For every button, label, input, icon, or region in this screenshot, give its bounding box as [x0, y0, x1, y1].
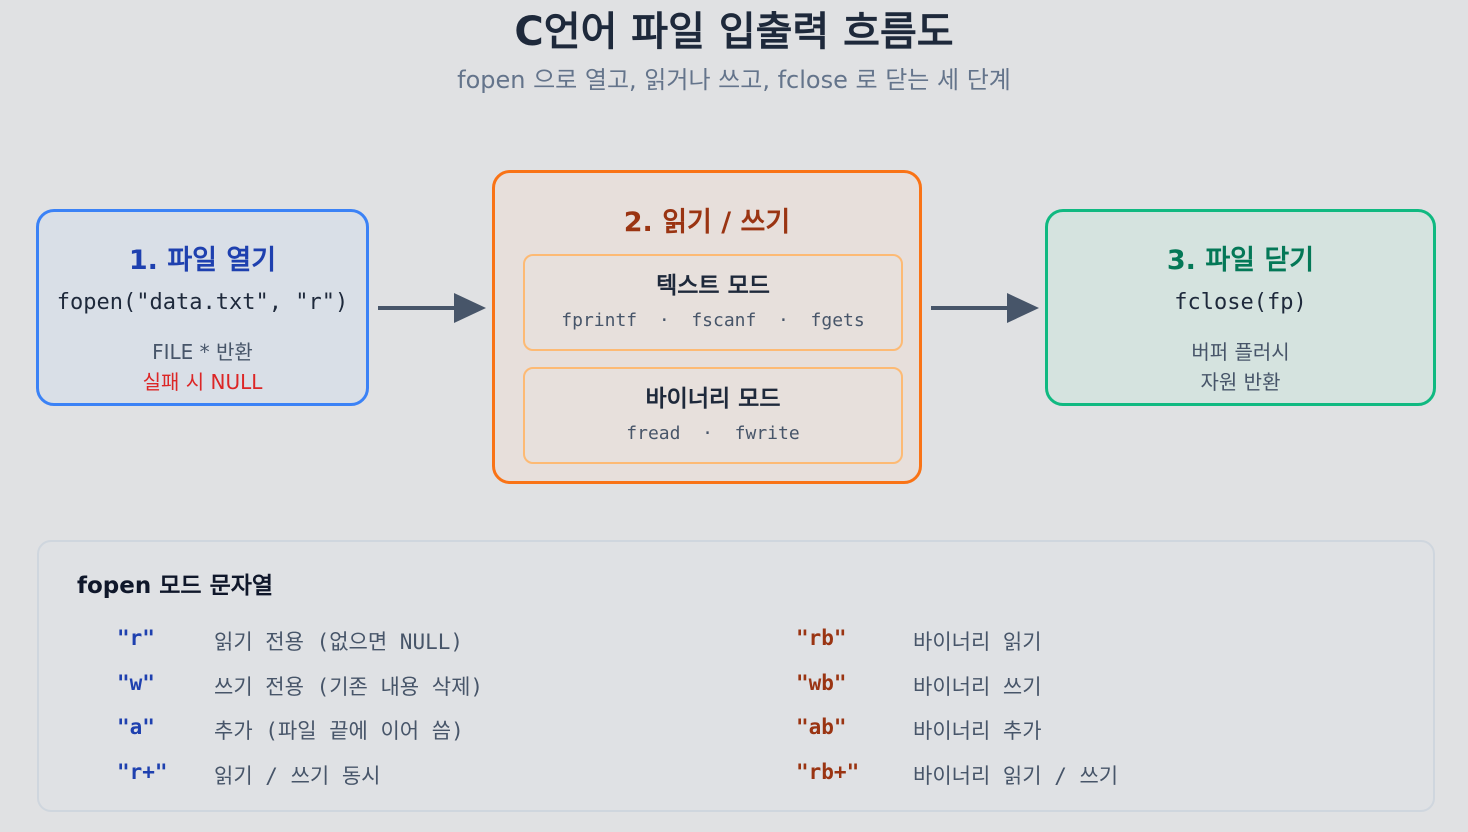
mode-code: "wb"	[796, 671, 847, 695]
mode-description: 바이너리 읽기	[913, 630, 1042, 654]
mode-code: "r+"	[117, 760, 168, 784]
binary-mode-functions: fread · fwrite	[626, 423, 800, 444]
mode-code: "ab"	[796, 715, 847, 739]
mode-code: "rb"	[796, 626, 847, 650]
mode-description: 추가 (파일 끝에 이어 씀)	[214, 719, 464, 743]
arrow-open-to-rw	[378, 293, 486, 323]
mode-description: 바이너리 추가	[913, 719, 1042, 743]
text-mode-functions: fprintf · fscanf · fgets	[561, 310, 865, 331]
step-close-code: fclose(fp)	[1174, 290, 1307, 315]
step-close-box: 3. 파일 닫기 fclose(fp) 버퍼 플러시 자원 반환	[1045, 209, 1436, 406]
text-mode-box: 텍스트 모드 fprintf · fscanf · fgets	[523, 254, 903, 351]
mode-code: "rb+"	[796, 760, 860, 784]
fopen-modes-panel: fopen 모드 문자열 "r" 읽기 전용 (없으면 NULL) "w" 쓰기…	[37, 540, 1435, 812]
arrow-rw-to-close	[931, 293, 1039, 323]
mode-description: 바이너리 읽기 / 쓰기	[913, 764, 1119, 788]
binary-mode-title: 바이너리 모드	[645, 386, 781, 412]
step-open-code: fopen("data.txt", "r")	[56, 290, 349, 315]
step-rw-title: 2. 읽기 / 쓰기	[623, 207, 791, 238]
mode-code: "a"	[117, 715, 155, 739]
fopen-modes-title: fopen 모드 문자열	[77, 573, 274, 599]
mode-code: "w"	[117, 671, 155, 695]
step-open-box: 1. 파일 열기 fopen("data.txt", "r") FILE * 반…	[36, 209, 369, 406]
page-title: C언어 파일 입출력 흐름도	[514, 9, 954, 55]
mode-description: 바이너리 쓰기	[913, 675, 1042, 699]
step-close-note-flush: 버퍼 플러시	[1191, 340, 1290, 364]
step-open-title: 1. 파일 열기	[128, 245, 277, 276]
binary-mode-box: 바이너리 모드 fread · fwrite	[523, 367, 903, 464]
step-open-note-return: FILE * 반환	[152, 340, 253, 364]
text-mode-title: 텍스트 모드	[656, 273, 770, 299]
step-close-title: 3. 파일 닫기	[1166, 245, 1315, 276]
mode-description: 읽기 / 쓰기 동시	[214, 764, 381, 788]
mode-description: 쓰기 전용 (기존 내용 삭제)	[214, 675, 484, 699]
mode-description: 읽기 전용 (없으면 NULL)	[214, 630, 464, 654]
step-rw-box: 2. 읽기 / 쓰기 텍스트 모드 fprintf · fscanf · fge…	[492, 170, 922, 484]
page-subtitle: fopen 으로 열고, 읽거나 쓰고, fclose 로 닫는 세 단계	[457, 66, 1011, 94]
step-open-note-fail: 실패 시 NULL	[142, 370, 263, 394]
step-close-note-release: 자원 반환	[1200, 370, 1281, 394]
mode-code: "r"	[117, 626, 155, 650]
